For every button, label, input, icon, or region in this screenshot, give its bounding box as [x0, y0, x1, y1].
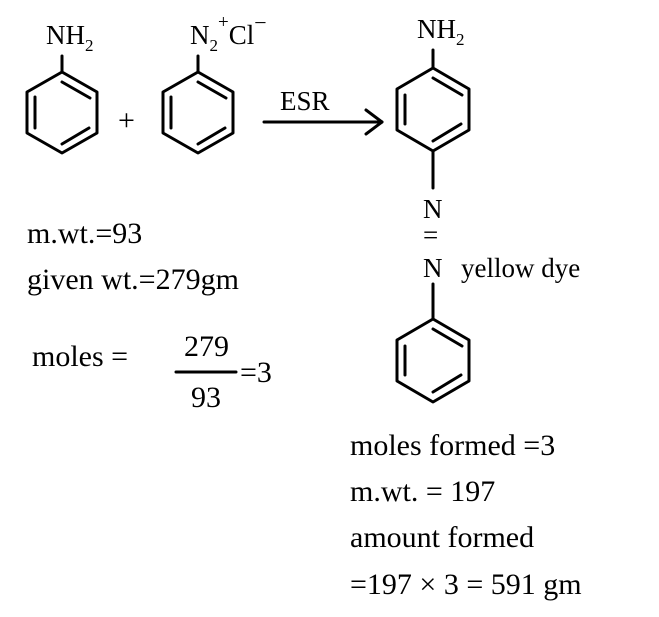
mwt-line: m.wt.=93	[27, 217, 142, 250]
azo-n-top: N	[423, 194, 443, 224]
moles-label: moles =	[32, 340, 128, 373]
product-mwt-line: m.wt. = 197	[350, 475, 495, 508]
arrow-label: ESR	[280, 86, 330, 116]
diazonium-double-bond-1	[196, 80, 228, 100]
diazonium-double-bond-2	[196, 126, 227, 146]
diazonium-benzene-ring	[161, 70, 235, 155]
reaction-arrow: ESR	[262, 86, 384, 136]
diazonium-structure: N2+Cl−	[161, 10, 267, 155]
upper-ring-double-bond-1	[431, 76, 464, 97]
aniline-double-bond-2	[60, 126, 91, 146]
azo-double-bond: =	[423, 220, 438, 250]
plus-sign: +	[118, 104, 135, 137]
right-calculation: moles formed =3 m.wt. = 197 amount forme…	[350, 429, 582, 601]
product-lower-ring	[395, 317, 471, 404]
product-structure: NH2 N = N yellow dye	[395, 14, 580, 404]
left-calculation: m.wt.=93 given wt.=279gm moles = 279 93 …	[27, 217, 272, 414]
amount-result-line: =197 × 3 = 591 gm	[350, 568, 582, 601]
moles-result: =3	[240, 356, 272, 389]
product-label: yellow dye	[461, 253, 580, 283]
upper-ring-double-bond-2	[431, 122, 463, 143]
aniline-double-bond-1	[60, 80, 92, 100]
diazonium-label: N2+Cl−	[190, 10, 267, 55]
aniline-benzene-ring	[25, 70, 99, 155]
lower-ring-double-bond-2	[431, 373, 463, 394]
fraction-denominator: 93	[191, 381, 221, 414]
moles-formed-line: moles formed =3	[350, 429, 555, 462]
lower-ring-double-bond-1	[431, 327, 464, 348]
aniline-structure: NH2	[25, 20, 99, 155]
given-wt-line: given wt.=279gm	[27, 263, 239, 296]
product-upper-ring	[395, 66, 471, 153]
arrow-head	[364, 108, 384, 136]
product-nh2-label: NH2	[417, 14, 465, 49]
fraction-numerator: 279	[184, 330, 229, 363]
amount-formed-line: amount formed	[350, 521, 534, 554]
aniline-nh2-label: NH2	[46, 20, 94, 55]
azo-n-bottom: N	[423, 253, 443, 283]
